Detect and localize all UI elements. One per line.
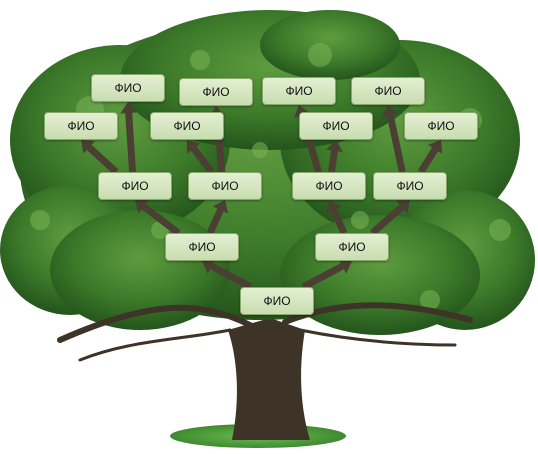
arrow-g1-left-to-g2-b: [206, 200, 229, 235]
person-box-g2-c: ФИО: [292, 172, 366, 200]
person-box-g3-a: ФИО: [91, 74, 165, 102]
person-box-g3-g: ФИО: [351, 77, 425, 105]
person-box-g1-left: ФИО: [165, 233, 239, 261]
person-box-g3-h: ФИО: [404, 112, 478, 140]
arrow-root-to-g1-left: [202, 258, 253, 291]
arrow-g2-b-to-g3-c: [187, 140, 215, 175]
arrow-root-to-g1-right: [301, 258, 352, 291]
arrow-g1-left-to-g2-a: [135, 199, 181, 236]
person-box-g2-d: ФИО: [373, 172, 447, 200]
person-box-g3-c: ФИО: [150, 112, 224, 140]
person-box-g3-f: ФИО: [299, 112, 373, 140]
arrow-g1-right-to-g2-c: [325, 200, 348, 235]
arrow-g1-right-to-g2-d: [370, 200, 410, 236]
person-box-g2-a: ФИО: [98, 172, 172, 200]
arrow-g2-d-to-g3-h: [417, 140, 443, 174]
arrow-g2-d-to-g3-g: [382, 105, 406, 173]
person-box-g3-e: ФИО: [262, 77, 336, 105]
person-box-root: ФИО: [240, 287, 314, 315]
person-box-g3-b: ФИО: [44, 112, 118, 140]
arrow-g2-a-to-g3-b: [81, 140, 119, 175]
person-box-g1-right: ФИО: [315, 233, 389, 261]
person-box-g3-d: ФИО: [179, 78, 253, 106]
trunk: [228, 318, 310, 440]
arrow-g2-a-to-g3-a: [120, 102, 138, 173]
branches: [57, 302, 473, 362]
arrow-g2-c-to-g3-f: [326, 140, 343, 173]
person-box-g2-b: ФИО: [188, 172, 262, 200]
